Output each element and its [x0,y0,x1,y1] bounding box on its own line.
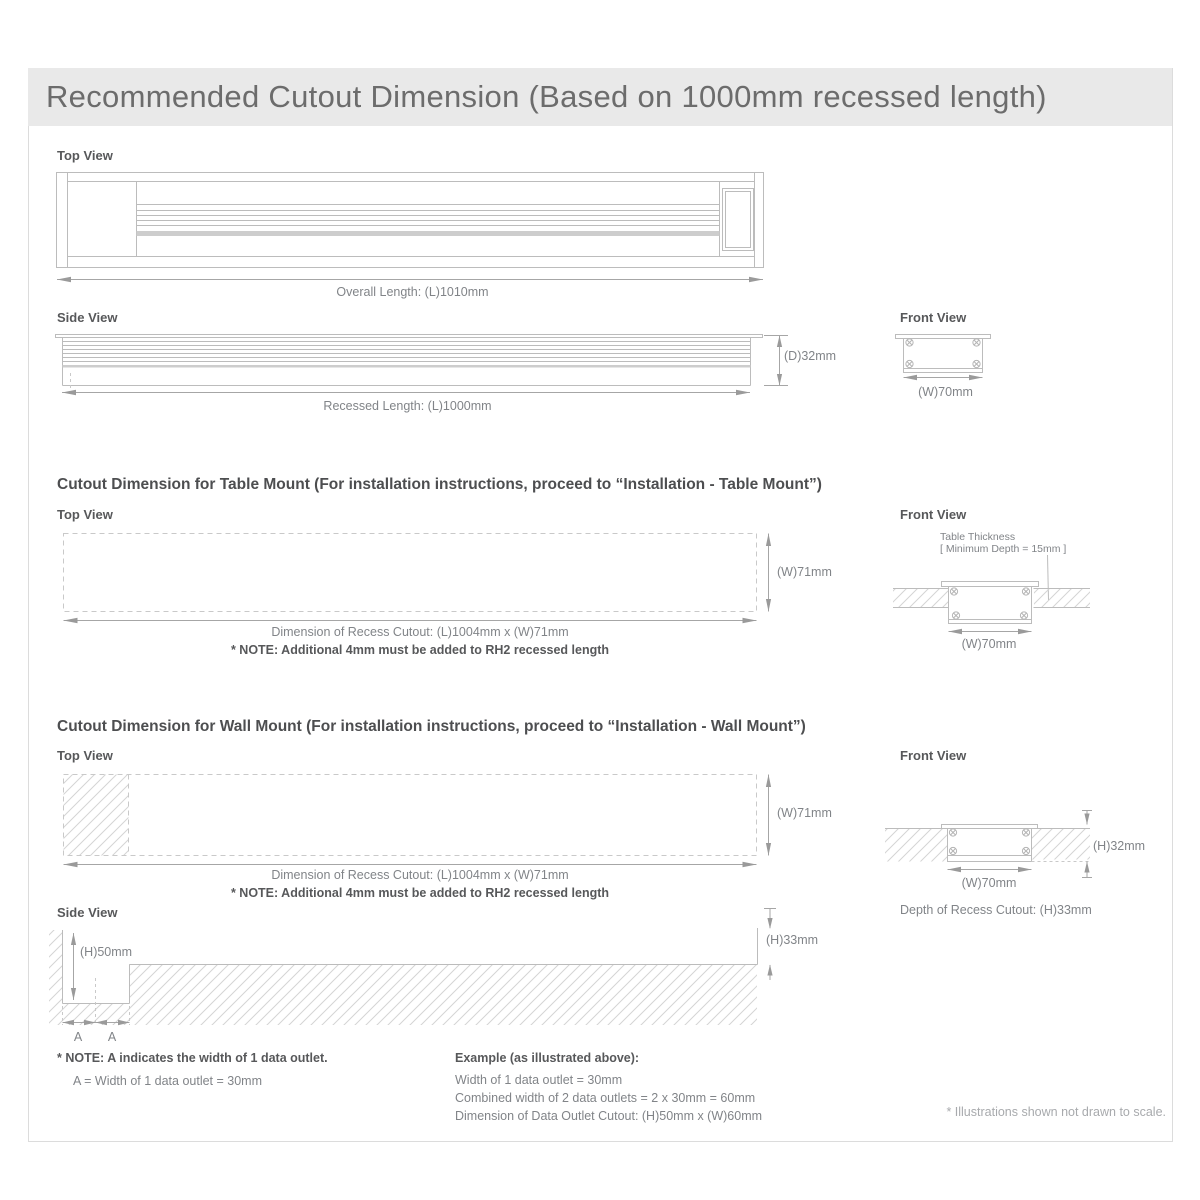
overall-front-view-drawing [895,334,991,381]
top-flange [941,581,1039,587]
overall-top-view-label: Top View [57,148,113,163]
outlet-width-label-a2: A [107,1030,117,1044]
wall-front-view-label: Front View [900,748,967,763]
louver-grooves [62,341,751,368]
screw-icon [1021,828,1031,837]
side-height-right-label: (H)33mm [766,933,819,947]
table-note: * NOTE: Additional 4mm must be added to … [230,643,610,657]
outlet-note: A = Width of 1 data outlet = 30mm [73,1074,262,1088]
table-thickness-line1: Table Thickness [940,531,1016,543]
length-dimension-line [63,617,757,624]
wall-mount-heading: Cutout Dimension for Wall Mount (For ins… [57,718,806,735]
outlet-note-bold: * NOTE: A indicates the width of 1 data … [57,1051,328,1065]
wall-hatch-area [49,930,757,1025]
table-hatch-area [1034,588,1090,608]
screw-icon [951,611,961,620]
louver-grooves [136,204,720,236]
page-title: Recommended Cutout Dimension (Based on 1… [46,79,1047,114]
housing-body [903,338,983,373]
screw-icon [949,587,959,596]
housing-body [947,828,1032,862]
table-front-width-label: (W)70mm [961,637,1017,651]
example-line-2: Combined width of 2 data outlets = 2 x 3… [455,1091,756,1105]
width-dimension-line [765,774,772,856]
depth-label: (D)32mm [784,349,837,363]
top-flange [55,334,763,338]
overall-side-view-label: Side View [57,310,118,325]
wall-cutout-width-label: (W)71mm [777,806,832,820]
table-cutout-dimension-label: Dimension of Recess Cutout: (L)1004mm x … [271,625,569,639]
wall-front-depth-label: Depth of Recess Cutout: (H)33mm [900,903,1092,917]
table-thickness-note: Table Thickness [ Minimum Depth = 15mm ] [940,531,1066,555]
housing-body [948,586,1032,624]
example-line-1: Width of 1 data outlet = 30mm [455,1073,623,1087]
wall-cutout-dimension-label: Dimension of Recess Cutout: (L)1004mm x … [271,868,569,882]
depth-dimension-line [764,335,788,386]
cutout-outline [63,774,757,856]
table-cutout-width-label: (W)71mm [777,565,832,579]
width-dimension-line [948,628,1032,635]
screw-icon [972,338,981,347]
table-front-view-label: Front View [900,507,967,522]
table-top-view-label: Top View [57,507,113,522]
wall-mount-front-view-drawing [885,810,1092,878]
width-dimension-line [903,374,983,381]
screw-icon [1019,611,1029,620]
overall-front-view-label: Front View [900,310,967,325]
wall-note: * NOTE: Additional 4mm must be added to … [230,886,610,900]
cutout-outline [63,533,757,612]
top-flange [941,824,1038,829]
title-band [28,68,1172,126]
table-hatch-area [893,588,948,608]
outlet-height-dimension-line [70,933,77,1000]
height-dimension-line [1082,810,1092,878]
screw-icon [1021,846,1031,856]
wall-side-view-label: Side View [57,905,118,920]
wall-top-view-label: Top View [57,748,113,763]
overall-length-dimension-line [57,276,763,283]
screw-icon [905,359,914,369]
recessed-length-label: Recessed Length: (L)1000mm [323,399,492,413]
example-block: Width of 1 data outlet = 30mm Combined w… [455,1071,762,1125]
recess-height-dimension-line [764,908,776,980]
overall-top-view-drawing [56,172,764,283]
outlet-width-dimension-line [62,1019,130,1026]
screw-icon [905,338,914,347]
table-mount-top-view-drawing [63,533,772,624]
width-dimension-line [765,533,772,612]
scale-footnote: * Illustrations shown not drawn to scale… [946,1105,1166,1119]
table-mount-heading: Cutout Dimension for Table Mount (For in… [57,476,822,493]
side-height-left-label: (H)50mm [80,945,133,959]
wall-mount-top-view-drawing [63,774,772,868]
wall-hatch-area [1032,828,1090,860]
overall-side-view-drawing [55,334,788,396]
overall-front-width-label: (W)70mm [918,385,973,399]
wall-mount-side-view-drawing [49,908,776,1026]
screw-icon [1021,587,1031,596]
wall-front-height-label: (H)32mm [1093,839,1146,853]
wall-hatch-area [885,828,947,862]
screw-icon [948,828,958,837]
length-dimension-line [63,861,757,868]
example-heading: Example (as illustrated above): [455,1051,640,1065]
wall-front-width-label: (W)70mm [961,876,1017,890]
recessed-length-dimension-line [62,389,750,396]
wall-hatch-area [63,774,129,856]
table-mount-front-view-drawing [893,554,1090,635]
top-flange [895,334,991,339]
example-line-3: Dimension of Data Outlet Cutout: (H)50mm… [455,1109,763,1123]
width-dimension-line [947,866,1032,873]
table-thickness-line2: [ Minimum Depth = 15mm ] [940,543,1067,555]
end-module [722,188,754,251]
screw-icon [972,359,981,369]
screw-icon [948,846,958,856]
overall-length-label: Overall Length: (L)1010mm [336,285,489,299]
fixture-outline [56,172,764,268]
outlet-width-label-a1: A [73,1030,83,1044]
